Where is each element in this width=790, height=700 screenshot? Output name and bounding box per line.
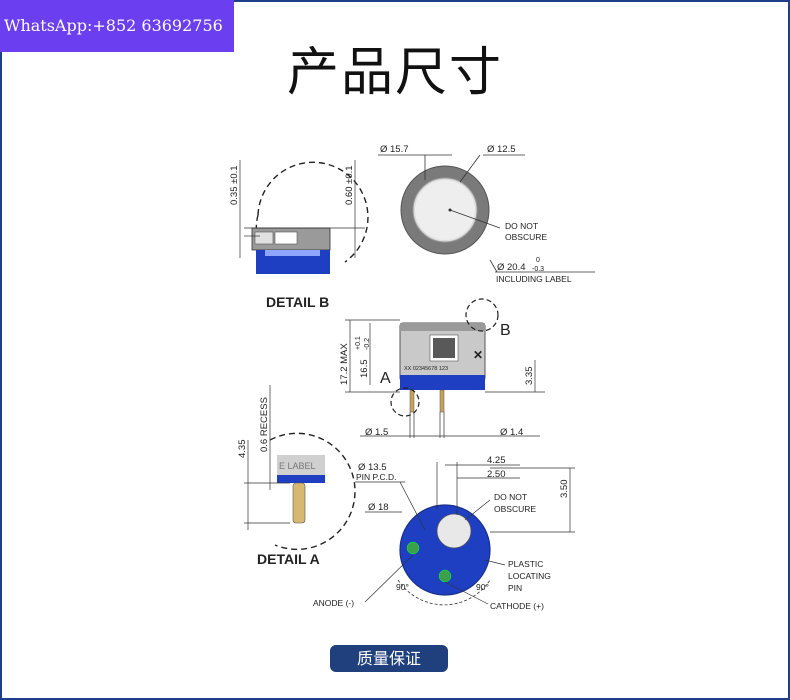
detail-a-recess: 0.6 RECESS (259, 397, 270, 452)
pin-dia-left: Ø 1.5 (365, 427, 388, 438)
detail-b-title: DETAIL B (266, 294, 329, 310)
pin-length: 3.35 (524, 367, 535, 386)
plastic-label-2: LOCATING (508, 571, 551, 581)
detail-a: E LABEL 4.35 0.6 RECESS DETAIL A (237, 385, 356, 567)
detail-a-height: 4.35 (237, 440, 248, 459)
detail-b: 0.35 ±0.1 0.60 ±0.1 DETAIL B (229, 160, 369, 310)
outer-diameter-label: Ø 15.7 (380, 144, 409, 155)
offset-350: 3.50 (559, 480, 570, 499)
label-tol-upper: 0 (536, 257, 540, 264)
label-tol-lower: -0.3 (532, 266, 544, 273)
serial-number: XX 02345678 123 (404, 366, 448, 372)
marker-b: B (500, 322, 511, 339)
detail-a-title: DETAIL A (257, 551, 320, 567)
top-view-filter (415, 180, 475, 240)
detail-b-dim-right: 0.60 ±0.1 (344, 165, 355, 205)
height-max: 17.2 MAX (339, 343, 350, 385)
top-obscure-label: OBSCURE (505, 232, 547, 242)
diameter-18: Ø 18 (368, 502, 389, 513)
height-body: 16.5 (359, 360, 370, 379)
bottom-obscure-label: OBSCURE (494, 504, 536, 514)
detail-a-label-text: E LABEL (279, 461, 316, 471)
pin-dia-right: Ø 1.4 (500, 427, 523, 438)
bottom-view: 4.25 2.50 3.50 DO NOT OBSCURE Ø 13.5 PIN… (313, 455, 575, 611)
top-do-not-label: DO NOT (505, 221, 538, 231)
cathode-label: CATHODE (+) (490, 601, 544, 611)
bottom-do-not-label: DO NOT (494, 492, 527, 502)
height-tol-lower: -0.2 (364, 338, 371, 350)
top-view: Ø 15.7 Ø 12.5 DO NOT OBSCURE Ø 20.4 0 -0… (378, 144, 595, 284)
detail-b-dim-left: 0.35 ±0.1 (229, 165, 240, 205)
including-label-text: INCLUDING LABEL (496, 274, 572, 284)
angle-left: 90° (396, 582, 409, 592)
pcd-text: PIN P.C.D. (356, 472, 396, 482)
inner-diameter-label: Ø 12.5 (487, 144, 516, 155)
plastic-label-1: PLASTIC (508, 559, 543, 569)
quality-assurance-button[interactable]: 质量保证 (330, 645, 448, 672)
side-view: XX 02345678 123 ✕ 17.2 MAX 16.5 +0.1 -0.… (339, 298, 545, 438)
whatsapp-contact-banner: WhatsApp:+852 63692756 (0, 0, 234, 52)
label-diameter: Ø 20.4 (497, 262, 526, 273)
angle-right: 90° (476, 582, 489, 592)
offset-425: 4.25 (487, 455, 506, 466)
page-title: 产品尺寸 (286, 43, 503, 103)
anode-label: ANODE (-) (313, 598, 354, 608)
pcd-diameter: Ø 13.5 (358, 462, 387, 473)
offset-250: 2.50 (487, 469, 506, 480)
mark-icon: ✕ (473, 348, 483, 362)
plastic-label-3: PIN (508, 583, 522, 593)
height-tol-upper: +0.1 (355, 336, 362, 350)
marker-a: A (380, 370, 391, 387)
